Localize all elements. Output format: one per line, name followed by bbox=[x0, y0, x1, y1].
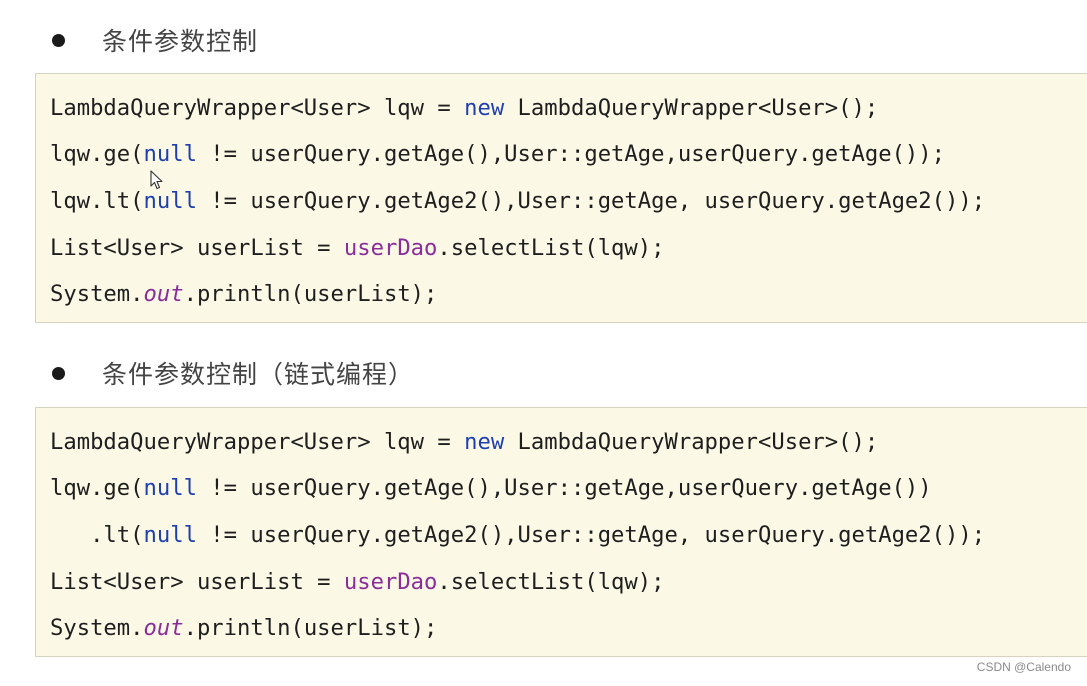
code-token-static: out bbox=[143, 615, 184, 641]
code-token-static: out bbox=[143, 281, 184, 307]
code-token: lqw.ge( bbox=[50, 141, 144, 167]
code-token: List<User> userList = bbox=[50, 235, 344, 261]
code-token: LambdaQueryWrapper<User>(); bbox=[504, 95, 879, 121]
section-2-title: 条件参数控制（链式编程） bbox=[102, 360, 415, 389]
code-token-kw: null bbox=[143, 522, 197, 548]
code-token-kw: null bbox=[143, 475, 197, 501]
code-token: List<User> userList = bbox=[50, 569, 344, 595]
code-token: != userQuery.getAge(),User::getAge,userQ… bbox=[196, 475, 932, 501]
section-1-title: 条件参数控制 bbox=[102, 27, 259, 56]
code-token: LambdaQueryWrapper<User> lqw = bbox=[50, 429, 465, 455]
mouse-pointer-icon bbox=[150, 170, 163, 190]
code-token: .selectList(lqw); bbox=[437, 569, 665, 595]
code-line: List<User> userList = userDao.selectList… bbox=[50, 234, 665, 262]
code-token-kw: null bbox=[143, 141, 197, 167]
code-line: .lt(null != userQuery.getAge2(),User::ge… bbox=[50, 521, 985, 549]
code-block-1: LambdaQueryWrapper<User> lqw = new Lambd… bbox=[35, 73, 1087, 323]
code-token: != userQuery.getAge(),User::getAge,userQ… bbox=[196, 141, 946, 167]
code-token-fld: userDao bbox=[343, 569, 438, 595]
code-token-kw: new bbox=[464, 95, 505, 121]
code-token: .println(userList); bbox=[183, 615, 438, 641]
code-token: != userQuery.getAge2(),User::getAge, use… bbox=[196, 522, 986, 548]
code-token: lqw.ge( bbox=[50, 475, 144, 501]
code-token: .println(userList); bbox=[183, 281, 438, 307]
code-token-kw: new bbox=[464, 429, 505, 455]
code-token-kw: null bbox=[143, 188, 197, 214]
code-token-fld: userDao bbox=[343, 235, 438, 261]
code-line: lqw.ge(null != userQuery.getAge(),User::… bbox=[50, 474, 932, 502]
code-line: System.out.println(userList); bbox=[50, 280, 437, 308]
watermark: CSDN @Calendo bbox=[976, 660, 1071, 674]
code-token: lqw.lt( bbox=[50, 188, 144, 214]
code-token: != userQuery.getAge2(),User::getAge, use… bbox=[196, 188, 986, 214]
code-token: System. bbox=[50, 615, 144, 641]
code-line: lqw.lt(null != userQuery.getAge2(),User:… bbox=[50, 187, 985, 215]
bullet-icon bbox=[52, 366, 65, 380]
code-block-2: LambdaQueryWrapper<User> lqw = new Lambd… bbox=[35, 407, 1087, 657]
code-token: .lt( bbox=[50, 522, 144, 548]
code-line: LambdaQueryWrapper<User> lqw = new Lambd… bbox=[50, 428, 878, 456]
code-line: lqw.ge(null != userQuery.getAge(),User::… bbox=[50, 140, 945, 168]
code-token: LambdaQueryWrapper<User> lqw = bbox=[50, 95, 465, 121]
code-token: .selectList(lqw); bbox=[437, 235, 665, 261]
code-line: System.out.println(userList); bbox=[50, 614, 437, 642]
code-line: List<User> userList = userDao.selectList… bbox=[50, 568, 665, 596]
code-token: System. bbox=[50, 281, 144, 307]
code-line: LambdaQueryWrapper<User> lqw = new Lambd… bbox=[50, 94, 878, 122]
bullet-icon bbox=[52, 33, 65, 47]
code-token: LambdaQueryWrapper<User>(); bbox=[504, 429, 879, 455]
